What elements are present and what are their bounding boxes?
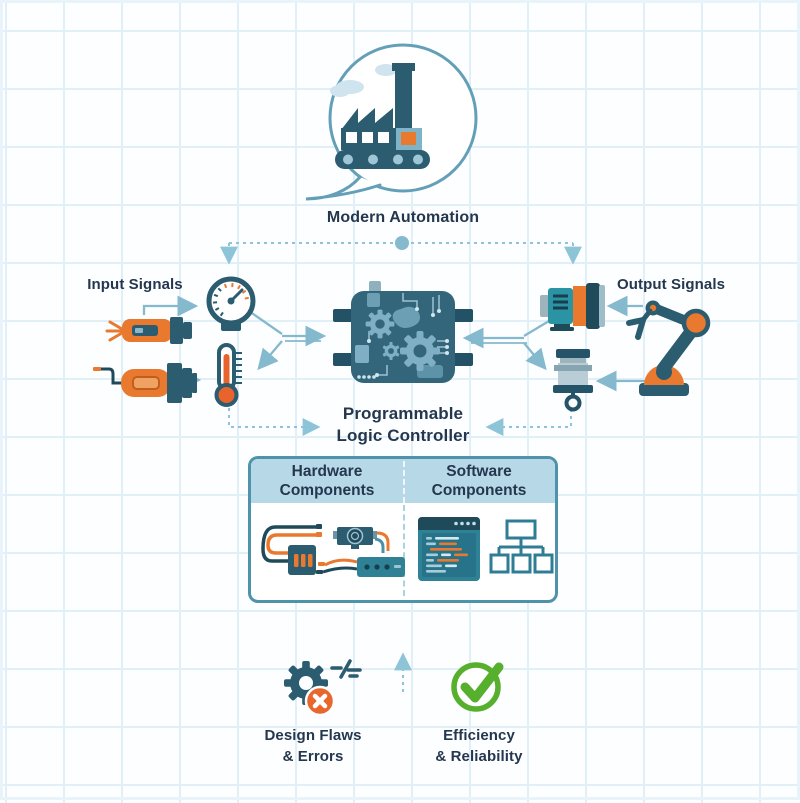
hardware-header: Hardware Components [251,459,403,503]
pneumatic-actuator-icon [548,348,598,412]
software-header: Software Components [403,459,555,503]
components-box: Hardware Components Software Components [248,456,558,603]
thermometer-icon [207,343,249,407]
error-cross-badge [306,687,334,715]
gear-error-icon [275,651,375,723]
gear-large [400,331,440,371]
hardware-components-icon [261,509,411,599]
plc-chip-icon [333,279,473,389]
electric-motor-icon [538,280,608,332]
node-dot [395,236,409,250]
speech-bubble [298,39,483,207]
green-check-icon [449,656,511,716]
software-components-icon [411,511,557,591]
plc-dashed-elbows [229,401,571,427]
code-slash-marks [332,661,360,677]
inductive-sensor-icon [91,355,203,407]
proximity-sensor-icon [98,309,198,351]
pressure-gauge-icon [203,275,259,337]
gear-medium [366,310,395,339]
divider-header [403,461,405,503]
robot-arm-icon [617,295,729,407]
